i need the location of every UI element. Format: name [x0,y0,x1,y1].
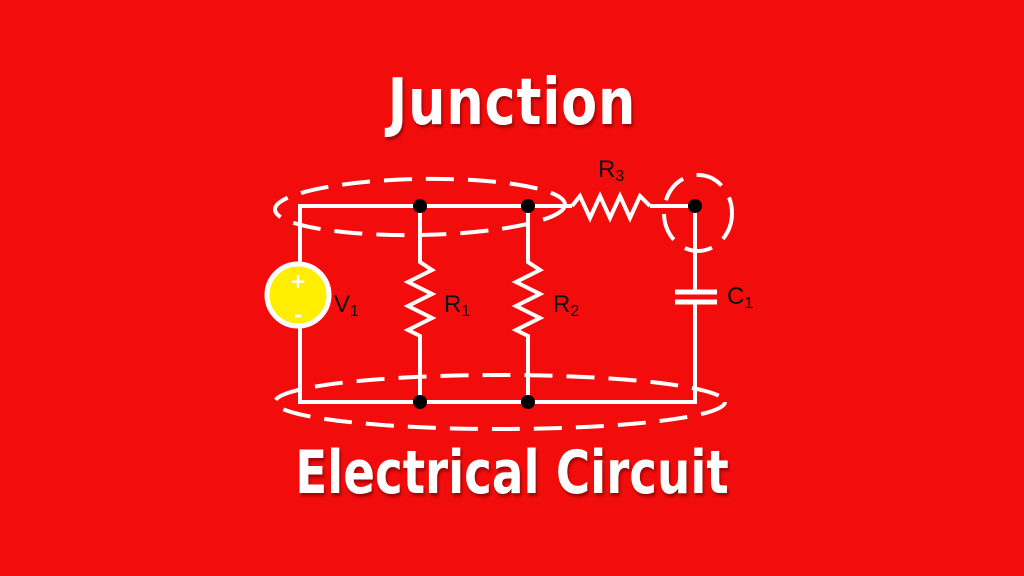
label-r1: R1 [444,291,470,320]
node [413,395,427,409]
label-c1: C1 [727,283,753,312]
wire-r1 [403,206,437,402]
plus-sign: + [290,269,307,293]
junction-ellipse-bottom [273,373,727,431]
node [688,199,702,213]
resistor-r3 [570,191,652,223]
minus-sign: - [294,303,302,327]
junction-ellipse-right [662,173,734,253]
label-r2: R2 [553,291,579,320]
title: Junction [387,66,637,140]
junction-nodes [413,199,702,409]
wire-bottom [298,300,697,404]
label-r3: R3 [598,156,624,185]
node [521,199,535,213]
subtitle: Electrical Circuit [295,438,729,508]
label-v1: V1 [334,291,359,320]
capacitor-c1 [675,289,717,305]
wire-r2 [511,206,545,402]
node [521,395,535,409]
voltage-source-v1 [264,261,332,329]
junction-ellipse-top [273,176,567,238]
node [413,199,427,213]
